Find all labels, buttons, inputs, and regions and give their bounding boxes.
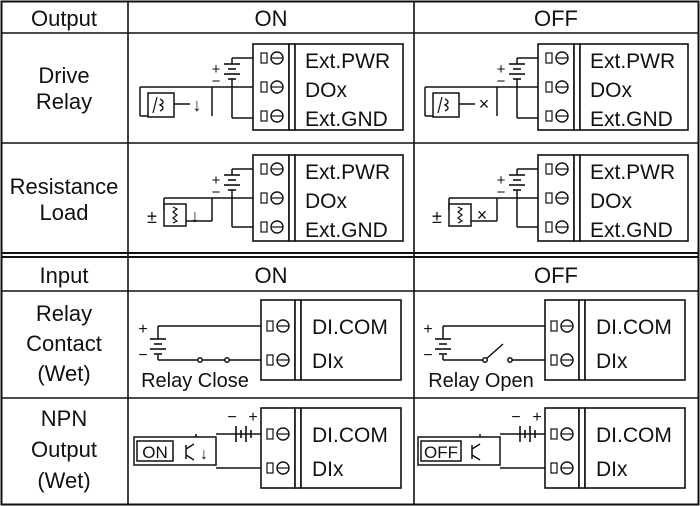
current-arrow-icon: ↓ <box>191 206 200 226</box>
terminal-label-di-com: DI.COM <box>596 424 672 447</box>
input-on-header: ON <box>255 263 288 288</box>
polarity-sign: ± <box>432 207 442 227</box>
row-label-contact: Contact <box>26 331 102 356</box>
polarity-sign: ± <box>147 207 157 227</box>
row-label-relay: Relay <box>36 301 92 326</box>
output-off-header: OFF <box>534 6 578 31</box>
row-label-npn: NPN <box>41 406 87 431</box>
battery-plus-sign: + <box>497 61 506 78</box>
battery-plus-sign: + <box>138 321 147 338</box>
battery-minus-sign: − <box>423 347 432 364</box>
input-off-header: OFF <box>534 263 578 288</box>
current-arrow-icon: ↓ <box>193 95 202 115</box>
current-arrow-icon: ↓ <box>200 446 208 463</box>
battery-minus-sign: − <box>497 184 506 201</box>
no-current-cross-icon: × <box>479 94 490 114</box>
npn-battery-icon <box>235 426 252 442</box>
battery-plus-sign: + <box>212 172 221 189</box>
npn-output-on-diagram: DI.COM DIx − + ON ↓ <box>133 407 402 489</box>
row-label-drive: Drive <box>38 63 89 88</box>
npn-on-label: ON <box>142 443 168 462</box>
terminal-label-dox: DOx <box>305 190 348 213</box>
terminal-label-dix: DIx <box>312 350 344 373</box>
terminal-label-di-com: DI.COM <box>312 424 388 447</box>
npn-output-off-diagram: DI.COM DIx − + OFF <box>417 407 686 489</box>
relay-open-caption: Relay Open <box>428 370 534 392</box>
row-label-wet: (Wet) <box>37 468 90 493</box>
battery-minus-sign: − <box>212 73 221 90</box>
terminal-label-dox: DOx <box>305 79 348 102</box>
output-on-header: ON <box>255 6 288 31</box>
battery-plus-sign: + <box>497 172 506 189</box>
battery-minus-sign: − <box>138 347 147 364</box>
drive-relay-on-diagram: Ext.PWR DOx Ext.GND + − ↓ <box>139 43 404 131</box>
terminal-label-ext-gnd: Ext.GND <box>305 108 388 131</box>
npn-off-label: OFF <box>424 443 458 462</box>
terminal-label-ext-gnd: Ext.GND <box>590 219 673 242</box>
relay-close-caption: Relay Close <box>141 370 249 392</box>
terminal-label-ext-gnd: Ext.GND <box>305 219 388 242</box>
battery-plus-sign: + <box>423 321 432 338</box>
row-label-resistance: Resistance <box>10 174 119 199</box>
terminal-label-dix: DIx <box>596 458 628 481</box>
battery-minus-sign: − <box>497 73 506 90</box>
row-label-load: Load <box>40 200 89 225</box>
battery-plus-sign: + <box>212 61 221 78</box>
row-label-output: Output <box>31 437 97 462</box>
terminal-label-dix: DIx <box>596 350 628 373</box>
battery-plus-sign: + <box>248 409 257 426</box>
input-header: Input <box>40 263 89 288</box>
output-header: Output <box>31 6 97 31</box>
battery-plus-sign: + <box>532 409 541 426</box>
battery-minus-sign: − <box>227 409 236 426</box>
row-label-relay: Relay <box>36 89 92 114</box>
terminal-label-dix: DIx <box>312 458 344 481</box>
row-label-wet: (Wet) <box>37 361 90 386</box>
resistance-load-on-diagram: Ext.PWR DOx Ext.GND + − ± ↓ <box>147 154 404 242</box>
terminal-label-dox: DOx <box>590 79 633 102</box>
resistance-load-off-diagram: Ext.PWR DOx Ext.GND + − ± × <box>432 154 689 242</box>
npn-battery-icon <box>519 426 536 442</box>
no-current-cross-icon: × <box>477 205 488 225</box>
relay-contact-on-diagram: DI.COM DIx + − Relay Close <box>138 299 402 392</box>
drive-relay-off-diagram: Ext.PWR DOx Ext.GND + − × <box>424 43 689 131</box>
relay-contact-off-diagram: DI.COM DIx + − Relay Open <box>423 299 686 392</box>
terminal-label-ext-pwr: Ext.PWR <box>305 50 390 73</box>
battery-minus-sign: − <box>212 184 221 201</box>
terminal-label-di-com: DI.COM <box>596 316 672 339</box>
terminal-label-di-com: DI.COM <box>312 316 388 339</box>
terminal-label-ext-pwr: Ext.PWR <box>305 161 390 184</box>
battery-minus-sign: − <box>511 409 520 426</box>
terminal-label-ext-pwr: Ext.PWR <box>590 161 675 184</box>
terminal-label-ext-pwr: Ext.PWR <box>590 50 675 73</box>
terminal-label-dox: DOx <box>590 190 633 213</box>
terminal-label-ext-gnd: Ext.GND <box>590 108 673 131</box>
